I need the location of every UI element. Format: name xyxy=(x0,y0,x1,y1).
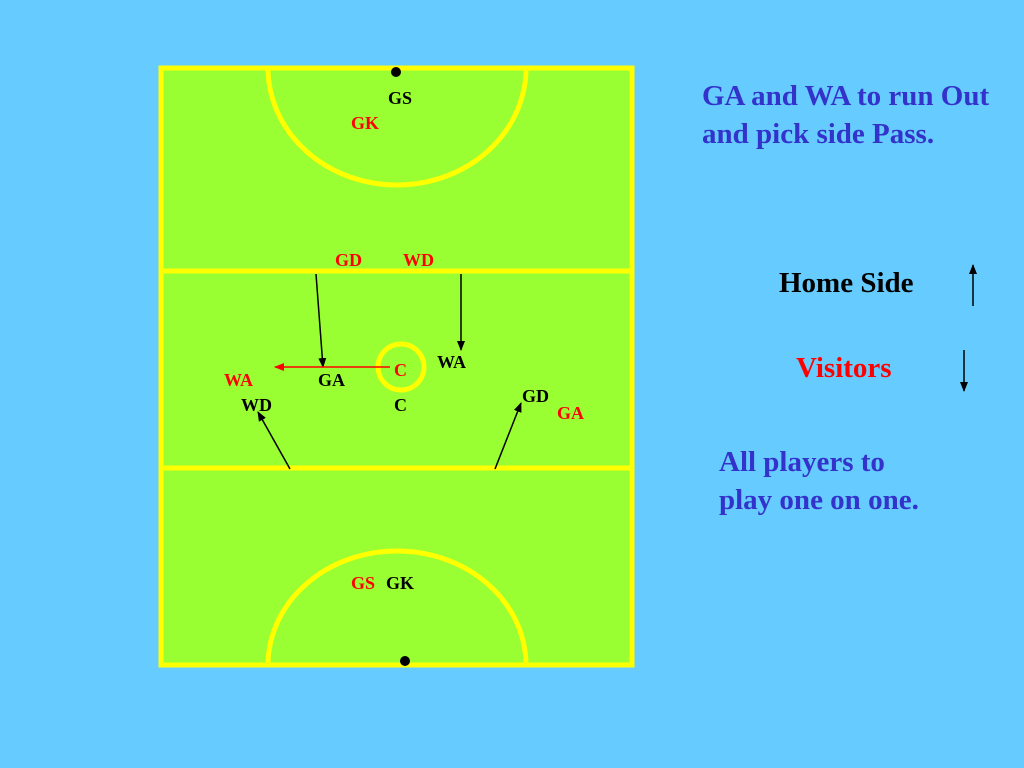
player-gd-home: GD xyxy=(522,386,549,406)
player-wa-visitor: WA xyxy=(224,370,253,390)
arrow-gd-run xyxy=(315,273,327,368)
shooting-circle-bottom xyxy=(265,548,529,666)
player-c-home: C xyxy=(394,395,407,415)
player-wd-home: WD xyxy=(241,395,272,415)
player-gs-bottom: GS xyxy=(351,573,375,593)
arrow-gd-lead xyxy=(494,402,522,470)
legend-home-side: Home Side xyxy=(779,267,914,299)
goal-post-top xyxy=(391,67,401,77)
court-surface xyxy=(158,65,635,668)
player-gk-top: GK xyxy=(351,113,379,133)
player-gk-bottom: GK xyxy=(386,573,414,593)
shooting-circle-top xyxy=(265,67,529,188)
player-gs-top: GS xyxy=(388,88,412,108)
player-gd-visitor: GD xyxy=(335,250,362,270)
player-ga-visitor: GA xyxy=(557,403,584,423)
arrow-wd-lead xyxy=(257,411,291,470)
player-wd-visitor: WD xyxy=(403,250,434,270)
instruction-top: GA and WA to run Out and pick side Pass. xyxy=(702,80,990,150)
player-wa-home: WA xyxy=(437,352,466,372)
goal-post-bottom xyxy=(400,656,410,666)
player-c-visitor: C xyxy=(394,360,407,380)
instruction-bottom: All players to play one on one. xyxy=(719,446,919,516)
legend-visitors: Visitors xyxy=(796,352,892,384)
player-ga-home: GA xyxy=(318,370,345,390)
